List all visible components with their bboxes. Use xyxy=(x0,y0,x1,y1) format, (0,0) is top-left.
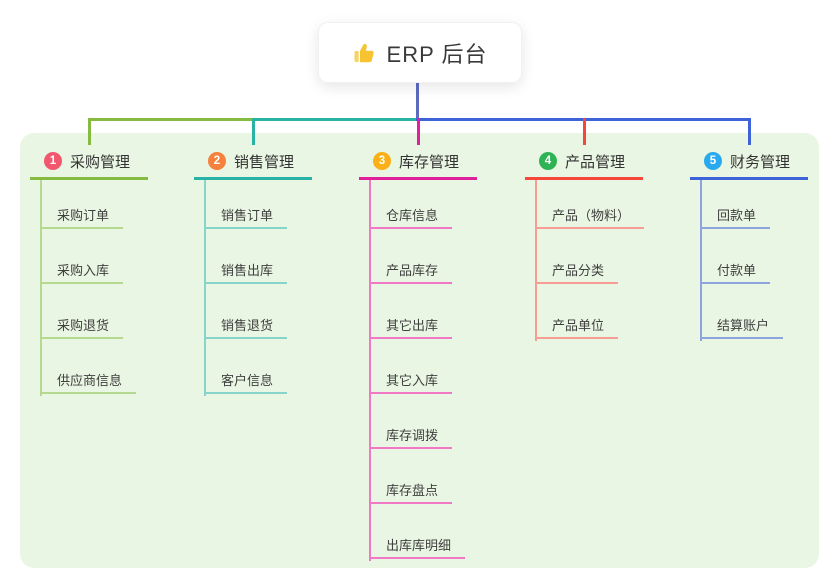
branch-child-item[interactable]: 客户信息 xyxy=(204,368,288,394)
branch-title-sales[interactable]: 2 销售管理 xyxy=(194,145,312,180)
branch-child-item[interactable]: 其它出库 xyxy=(369,313,453,339)
child-item-label: 销售出库 xyxy=(221,263,274,278)
branch-title-label: 采购管理 xyxy=(70,153,131,171)
branch-title-purchase[interactable]: 1 采购管理 xyxy=(30,145,148,180)
child-item-label: 采购订单 xyxy=(57,208,110,223)
branch-drop-line-inventory xyxy=(417,118,420,145)
child-item-label: 产品（物料） xyxy=(552,208,631,223)
branch-child-item[interactable]: 回款单 xyxy=(700,203,771,229)
root-title: ERP 后台 xyxy=(386,41,488,67)
branch-index-badge: 2 xyxy=(208,152,226,170)
branch-drop-line-purchase xyxy=(88,118,91,145)
children-connector-line xyxy=(40,180,42,396)
branch-title-label: 销售管理 xyxy=(234,153,295,171)
child-item-label: 其它出库 xyxy=(386,318,439,333)
branch-title-product[interactable]: 4 产品管理 xyxy=(525,145,643,180)
branches-panel xyxy=(20,133,819,568)
root-node[interactable]: ERP 后台 xyxy=(318,22,522,83)
branch-title-label: 产品管理 xyxy=(565,153,626,171)
child-item-label: 库存盘点 xyxy=(386,483,439,498)
bus-line-left-teal xyxy=(252,118,419,121)
branch-child-item[interactable]: 销售退货 xyxy=(204,313,288,339)
child-item-label: 付款单 xyxy=(717,263,757,278)
branch-child-item[interactable]: 结算账户 xyxy=(700,313,784,339)
children-connector-line xyxy=(700,180,702,341)
branch-child-item[interactable]: 仓库信息 xyxy=(369,203,453,229)
root-stem-line xyxy=(416,83,419,119)
branch-child-item[interactable]: 产品分类 xyxy=(535,258,619,284)
child-item-label: 出库库明细 xyxy=(386,538,452,553)
branch-drop-line-finance xyxy=(748,118,751,145)
branch-child-item[interactable]: 产品（物料） xyxy=(535,203,645,229)
child-item-label: 回款单 xyxy=(717,208,757,223)
branch-drop-line-product xyxy=(583,118,586,145)
child-item-label: 产品分类 xyxy=(552,263,605,278)
child-item-label: 其它入库 xyxy=(386,373,439,388)
branch-child-item[interactable]: 销售订单 xyxy=(204,203,288,229)
branch-child-item[interactable]: 销售出库 xyxy=(204,258,288,284)
branch-child-item[interactable]: 付款单 xyxy=(700,258,771,284)
branch-child-item[interactable]: 库存调拨 xyxy=(369,423,453,449)
branch-index-badge: 4 xyxy=(539,152,557,170)
children-connector-line xyxy=(535,180,537,341)
child-item-label: 采购退货 xyxy=(57,318,110,333)
branch-child-item[interactable]: 产品单位 xyxy=(535,313,619,339)
branch-child-item[interactable]: 采购订单 xyxy=(40,203,124,229)
branch-child-item[interactable]: 产品库存 xyxy=(369,258,453,284)
branch-title-label: 库存管理 xyxy=(399,153,460,171)
branch-child-item[interactable]: 出库库明细 xyxy=(369,533,466,559)
children-connector-line xyxy=(369,180,371,561)
child-item-label: 产品库存 xyxy=(386,263,439,278)
branch-title-label: 财务管理 xyxy=(730,153,791,171)
branch-drop-line-sales xyxy=(252,118,255,145)
child-item-label: 仓库信息 xyxy=(386,208,439,223)
child-item-label: 供应商信息 xyxy=(57,373,123,388)
children-connector-line xyxy=(204,180,206,396)
child-item-label: 客户信息 xyxy=(221,373,274,388)
branch-child-item[interactable]: 采购入库 xyxy=(40,258,124,284)
branch-child-item[interactable]: 其它入库 xyxy=(369,368,453,394)
child-item-label: 库存调拨 xyxy=(386,428,439,443)
thumbs-up-icon xyxy=(353,41,377,65)
child-item-label: 采购入库 xyxy=(57,263,110,278)
child-item-label: 销售订单 xyxy=(221,208,274,223)
branch-index-badge: 1 xyxy=(44,152,62,170)
branch-child-item[interactable]: 供应商信息 xyxy=(40,368,137,394)
branch-child-item[interactable]: 库存盘点 xyxy=(369,478,453,504)
branch-title-finance[interactable]: 5 财务管理 xyxy=(690,145,808,180)
branch-title-inventory[interactable]: 3 库存管理 xyxy=(359,145,477,180)
child-item-label: 销售退货 xyxy=(221,318,274,333)
child-item-label: 产品单位 xyxy=(552,318,605,333)
branch-child-item[interactable]: 采购退货 xyxy=(40,313,124,339)
branch-index-badge: 3 xyxy=(373,152,391,170)
branch-index-badge: 5 xyxy=(704,152,722,170)
child-item-label: 结算账户 xyxy=(717,318,770,333)
